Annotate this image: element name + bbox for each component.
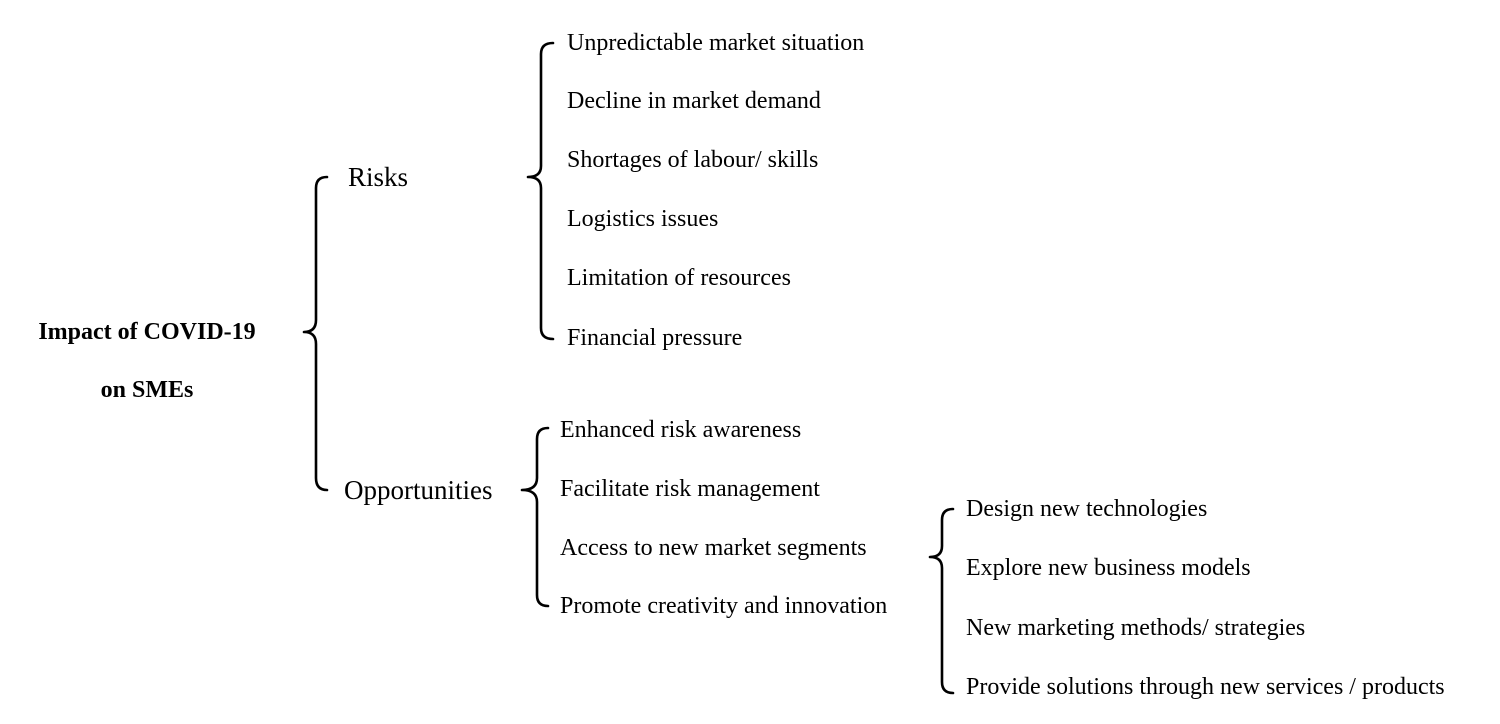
risk-item: Limitation of resources [567, 265, 791, 291]
opportunities-bracket [520, 426, 550, 608]
risk-item: Unpredictable market situation [567, 30, 865, 56]
opportunity-item: Facilitate risk management [560, 476, 820, 502]
risk-item: Shortages of labour/ skills [567, 147, 819, 173]
risk-item: Decline in market demand [567, 88, 821, 114]
innovation-item: New marketing methods/ strategies [966, 615, 1306, 641]
opportunity-item: Access to new market segments [560, 535, 867, 561]
innovation-item: Design new technologies [966, 496, 1208, 522]
innovation-item: Provide solutions through new services /… [966, 674, 1445, 700]
innovation-bracket [928, 507, 955, 695]
innovation-item: Explore new business models [966, 555, 1251, 581]
root-title-line2: on SMEs [100, 377, 194, 403]
opportunity-item: Promote creativity and innovation [560, 593, 888, 619]
branch-opportunities: Opportunities [344, 475, 493, 505]
root-title-line1: Impact of COVID-19 [38, 319, 256, 345]
risk-item: Financial pressure [567, 325, 743, 351]
opportunity-item: Enhanced risk awareness [560, 417, 802, 443]
branch-risks: Risks [348, 162, 409, 192]
root-bracket [302, 175, 329, 492]
risk-item: Logistics issues [567, 206, 719, 232]
risks-bracket [526, 41, 555, 341]
